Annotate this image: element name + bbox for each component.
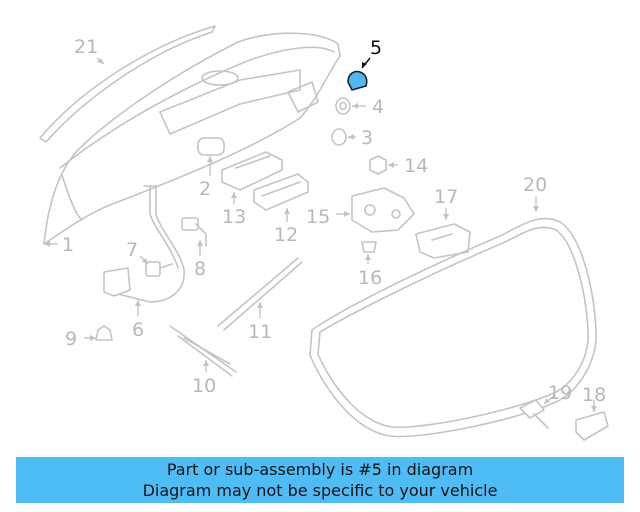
part-11-strut xyxy=(217,257,303,331)
part-15-latch xyxy=(336,187,415,233)
part-21-spoiler xyxy=(39,25,216,143)
callout-12: 12 xyxy=(274,224,298,246)
callout-20: 20 xyxy=(523,174,547,196)
callout-11: 11 xyxy=(248,321,272,343)
callout-15: 15 xyxy=(306,206,330,228)
part-10-strut xyxy=(169,325,237,377)
part-6-hinge xyxy=(103,185,185,316)
callout-19: 19 xyxy=(548,382,572,404)
callout-5: 5 xyxy=(370,37,382,59)
banner-line-2: Diagram may not be specific to your vehi… xyxy=(142,481,498,500)
part-12-lamp-bar xyxy=(253,173,309,222)
part-2-bumper xyxy=(197,137,225,176)
callout-18: 18 xyxy=(582,384,606,406)
part-1-trunk-lid xyxy=(43,32,341,245)
part-4-washer xyxy=(335,97,366,115)
callout-6: 6 xyxy=(132,319,144,341)
part-17-bracket xyxy=(415,208,471,259)
info-banner: Part or sub-assembly is #5 in diagram Di… xyxy=(16,457,624,503)
banner-line-1: Part or sub-assembly is #5 in diagram xyxy=(166,460,474,479)
callout-10: 10 xyxy=(192,375,216,397)
callout-2: 2 xyxy=(199,178,211,200)
callout-16: 16 xyxy=(358,267,382,289)
callout-4: 4 xyxy=(372,96,384,118)
callout-17: 17 xyxy=(434,186,458,208)
callout-8: 8 xyxy=(194,258,206,280)
part-7-screw xyxy=(139,255,173,277)
part-16-grommet xyxy=(361,241,377,264)
callout-9: 9 xyxy=(65,328,77,350)
part-8-bolt xyxy=(181,217,207,256)
part-5-cap-highlighted xyxy=(347,57,371,91)
callout-1: 1 xyxy=(62,234,74,256)
callout-21: 21 xyxy=(74,36,98,58)
callout-14: 14 xyxy=(404,155,428,177)
part-9-clip xyxy=(84,325,113,341)
callout-13: 13 xyxy=(222,206,246,228)
callout-3: 3 xyxy=(361,127,373,149)
callout-7: 7 xyxy=(126,239,138,261)
